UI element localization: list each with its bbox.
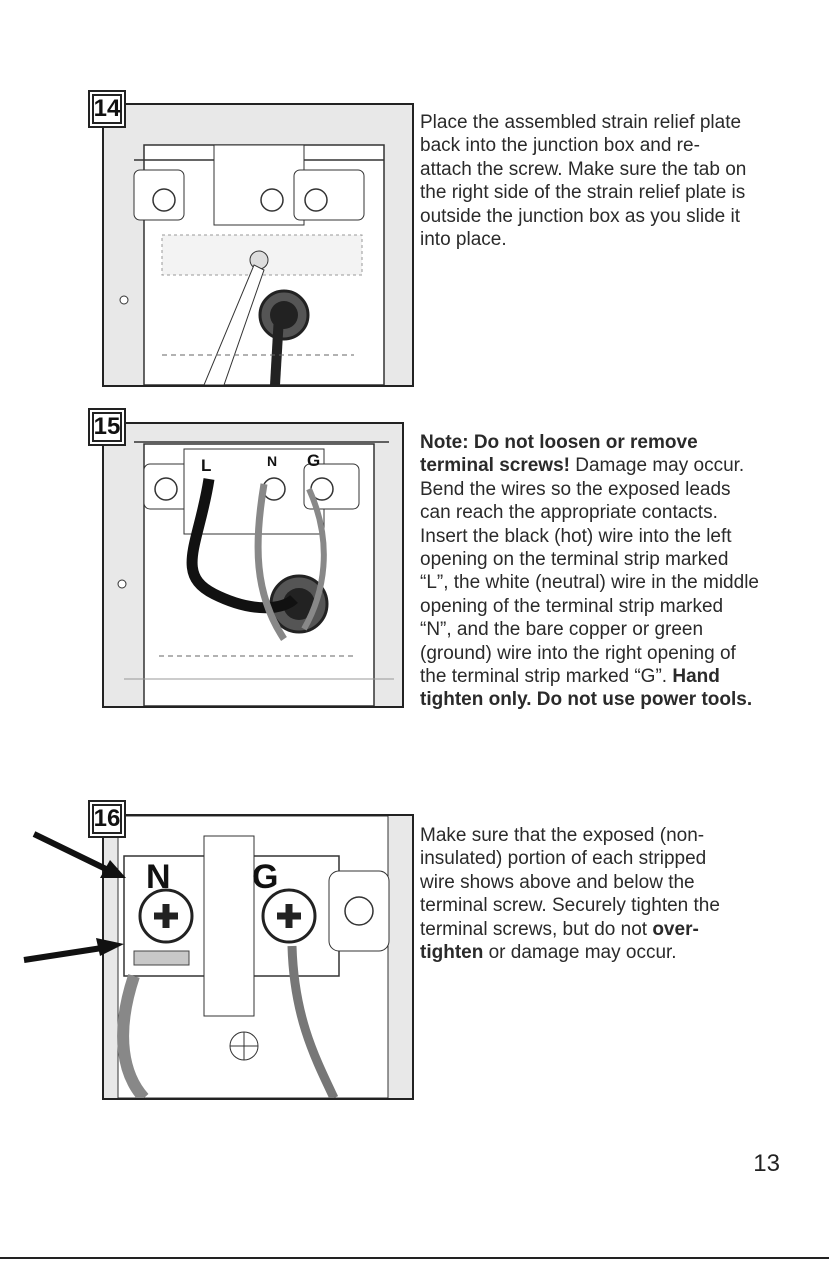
strain-relief-plate-illustration (104, 105, 412, 385)
step-14-text-part: Place the assembled strain relief plate … (420, 112, 747, 251)
label-l: L (201, 456, 211, 475)
step-15-illustration: L N G (102, 422, 404, 708)
step-14-text: Place the assembled strain relief plate … (420, 111, 750, 251)
label-n: N (267, 453, 277, 469)
page-number: 13 (753, 1150, 780, 1177)
step-14-illustration (102, 103, 414, 387)
label-n-large: N (146, 858, 171, 896)
terminal-screw-closeup-illustration: N G (104, 816, 412, 1098)
step-16-instructions: Make sure that the exposed (non-insulate… (420, 825, 720, 940)
step-15-hand-tighten-warning: Hand tighten only. Do not use power tool… (420, 666, 753, 711)
step-16-text: Make sure that the exposed (non-insulate… (420, 824, 745, 964)
step-16-badge: 16 (88, 800, 126, 838)
bottom-rule (0, 1257, 829, 1259)
lower-arrow-icon (23, 938, 124, 963)
upper-arrow-icon (32, 831, 126, 878)
step-14-badge: 14 (88, 90, 126, 128)
step-16-damage-note: or damage may occur. (483, 942, 677, 964)
step-16-over-tighten-warning: over-tighten (420, 918, 699, 964)
step-15-badge: 15 (88, 408, 126, 446)
wire-connection-illustration: L N G (104, 424, 402, 706)
step-15-note-warning: Note: Do not loosen or remove terminal s… (420, 432, 698, 477)
arrows-pointer (23, 831, 126, 963)
label-g-large: G (252, 858, 278, 896)
step-16-illustration: N G (102, 814, 414, 1100)
step-15-instructions: Damage may occur. Bend the wires so the … (420, 455, 759, 688)
label-g: G (307, 451, 320, 470)
step-15-text: Note: Do not loosen or remove terminal s… (420, 431, 760, 712)
